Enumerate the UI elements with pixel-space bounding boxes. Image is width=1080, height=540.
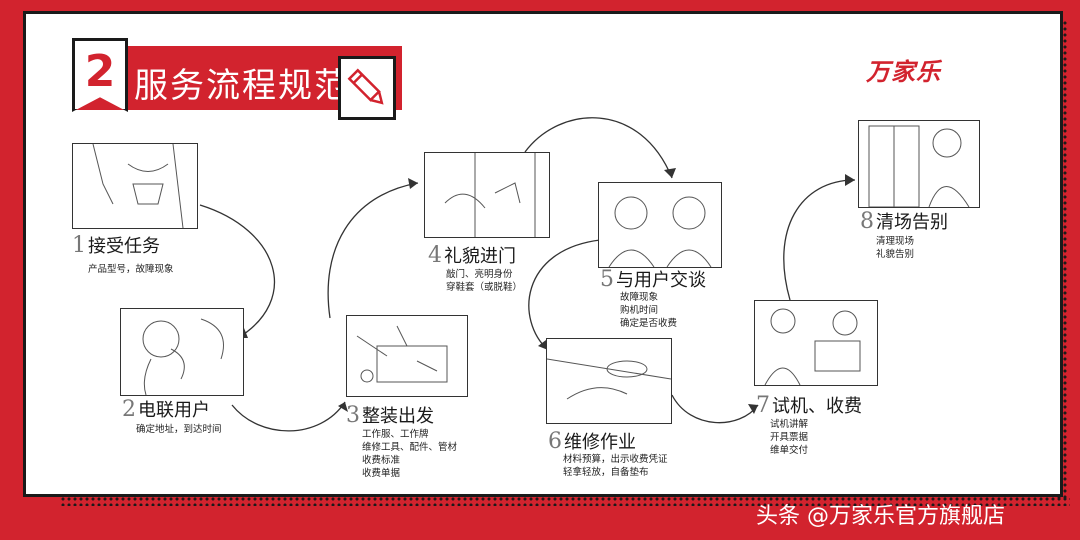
arrow-7-8	[783, 179, 856, 301]
illustration-repair-work	[546, 338, 672, 424]
illustration-test-and-charge	[754, 300, 878, 386]
step-1-desc: 产品型号，故障现象	[88, 264, 174, 275]
illustration-clean-and-leave	[858, 120, 980, 208]
dot-pattern-bottom	[60, 496, 1070, 506]
watermark: 头条 @万家乐官方旗舰店	[756, 504, 1005, 529]
step-3-desc: 工作服、工作牌维修工具、配件、管材收费标准收费单据	[362, 429, 458, 479]
arrow-5-6	[528, 239, 601, 351]
brand-logo: 万家乐	[866, 58, 941, 86]
page-title: 服务流程规范	[134, 66, 350, 106]
step-2-desc: 确定地址，到达时间	[136, 424, 222, 435]
illustration-receive-task	[72, 143, 198, 229]
step-5-desc: 故障现象购机时间确定是否收费	[620, 292, 678, 329]
illustration-prepare-tools	[346, 315, 468, 397]
illustration-call-customer	[120, 308, 244, 396]
step-6-desc: 材料预算，出示收费凭证轻拿轻放，自备垫布	[563, 454, 668, 478]
illustration-enter-politely	[424, 152, 550, 238]
arrow-2-3	[231, 401, 346, 432]
step-8-desc: 清理现场礼貌告别	[876, 236, 915, 260]
step-4-desc: 敲门、亮明身份穿鞋套（或脱鞋）	[446, 269, 523, 293]
pencil-icon	[338, 56, 396, 120]
arrow-4-5	[524, 117, 673, 179]
step-7-desc: 试机讲解开具票据维单交付	[770, 419, 809, 456]
arrow-3-4	[327, 182, 419, 319]
arrow-6-7	[671, 394, 759, 424]
illustration-talk-customer	[598, 182, 722, 268]
arrow-1-2	[199, 204, 275, 339]
